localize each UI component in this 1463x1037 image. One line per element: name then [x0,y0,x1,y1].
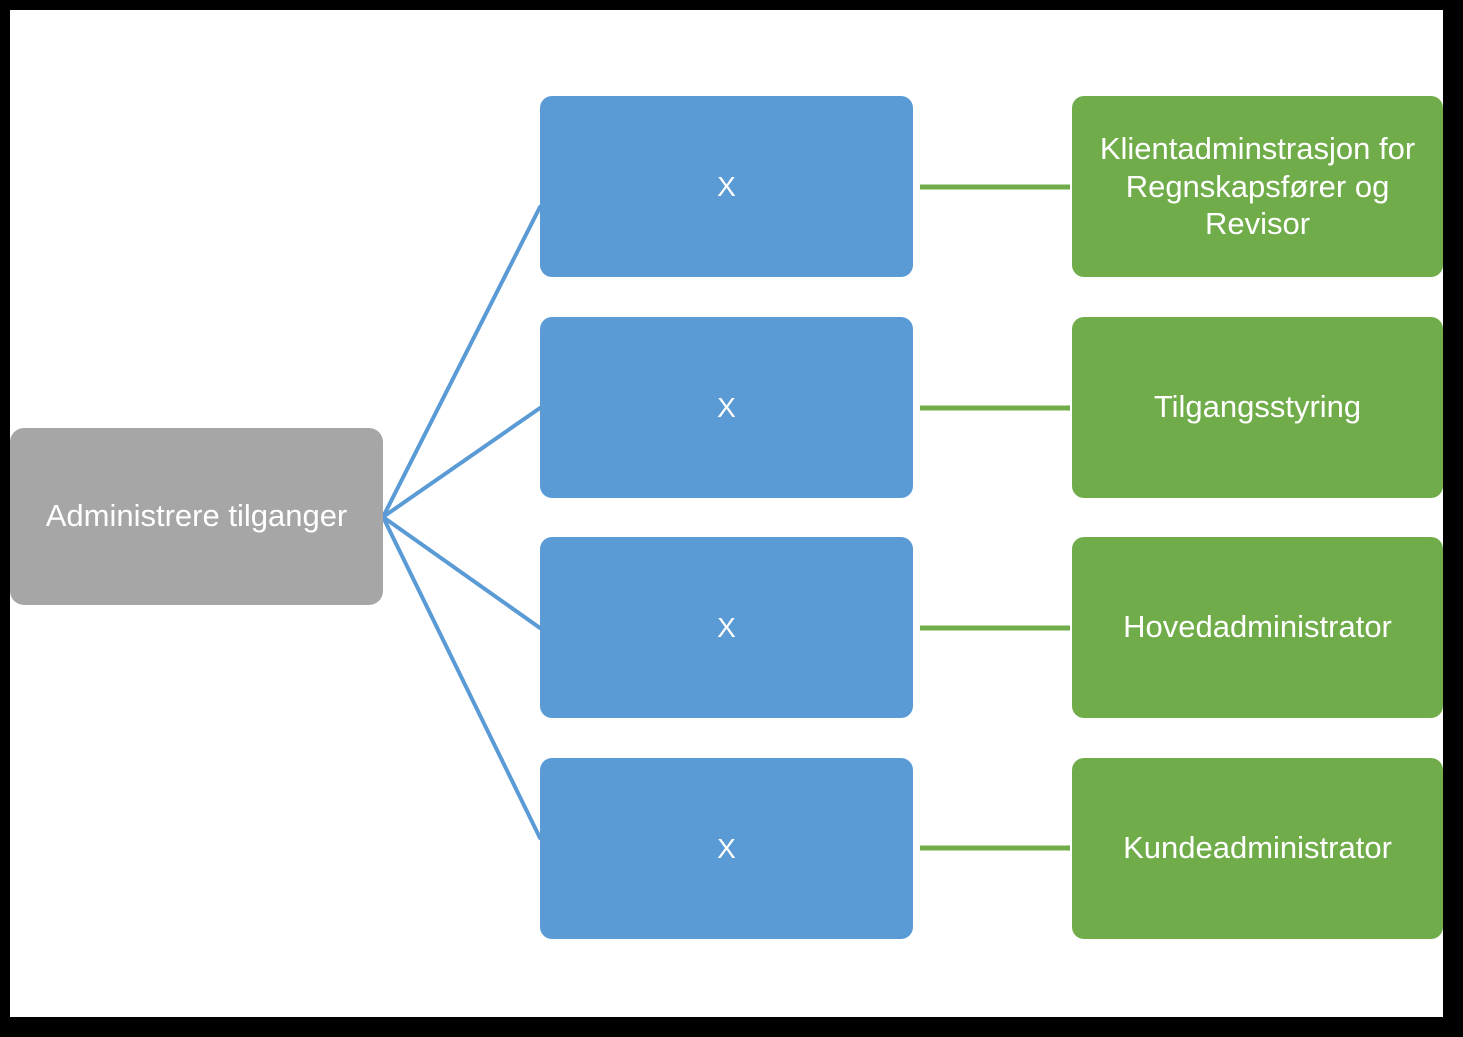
middle-node-4-label: X [717,832,736,864]
middle-node-1[interactable]: X [540,96,913,277]
leaf-connector-group [920,184,1070,851]
leaf-node-tilgangsstyring[interactable]: Tilgangsstyring [1072,317,1443,498]
root-connector-group [381,205,542,840]
middle-node-4[interactable]: X [540,758,913,939]
root-connector-1 [381,205,542,519]
root-connector-3 [381,515,542,630]
middle-node-1-label: X [717,170,736,202]
middle-node-3[interactable]: X [540,537,913,718]
root-connector-2 [381,406,542,519]
root-node[interactable]: Administrere tilganger [10,428,383,605]
diagram-inner-surface: Administrere tilganger X X X X Klientadm… [10,10,1443,1017]
leaf-node-klientadministrasjon[interactable]: Klientadminstrasjon for Regnskapsfører o… [1072,96,1443,277]
root-node-label: Administrere tilganger [45,498,348,534]
leaf-node-hovedadministrator[interactable]: Hovedadministrator [1072,537,1443,718]
middle-node-2[interactable]: X [540,317,913,498]
leaf-node-1-label: Klientadminstrasjon for Regnskapsfører o… [1099,131,1416,242]
middle-node-3-label: X [717,611,736,643]
middle-node-2-label: X [717,391,736,423]
root-connector-4 [381,515,542,840]
leaf-node-kundeadministrator[interactable]: Kundeadministrator [1072,758,1443,939]
leaf-node-3-label: Hovedadministrator [1123,609,1392,645]
leaf-node-2-label: Tilgangsstyring [1153,389,1362,425]
leaf-node-4-label: Kundeadministrator [1123,830,1392,866]
